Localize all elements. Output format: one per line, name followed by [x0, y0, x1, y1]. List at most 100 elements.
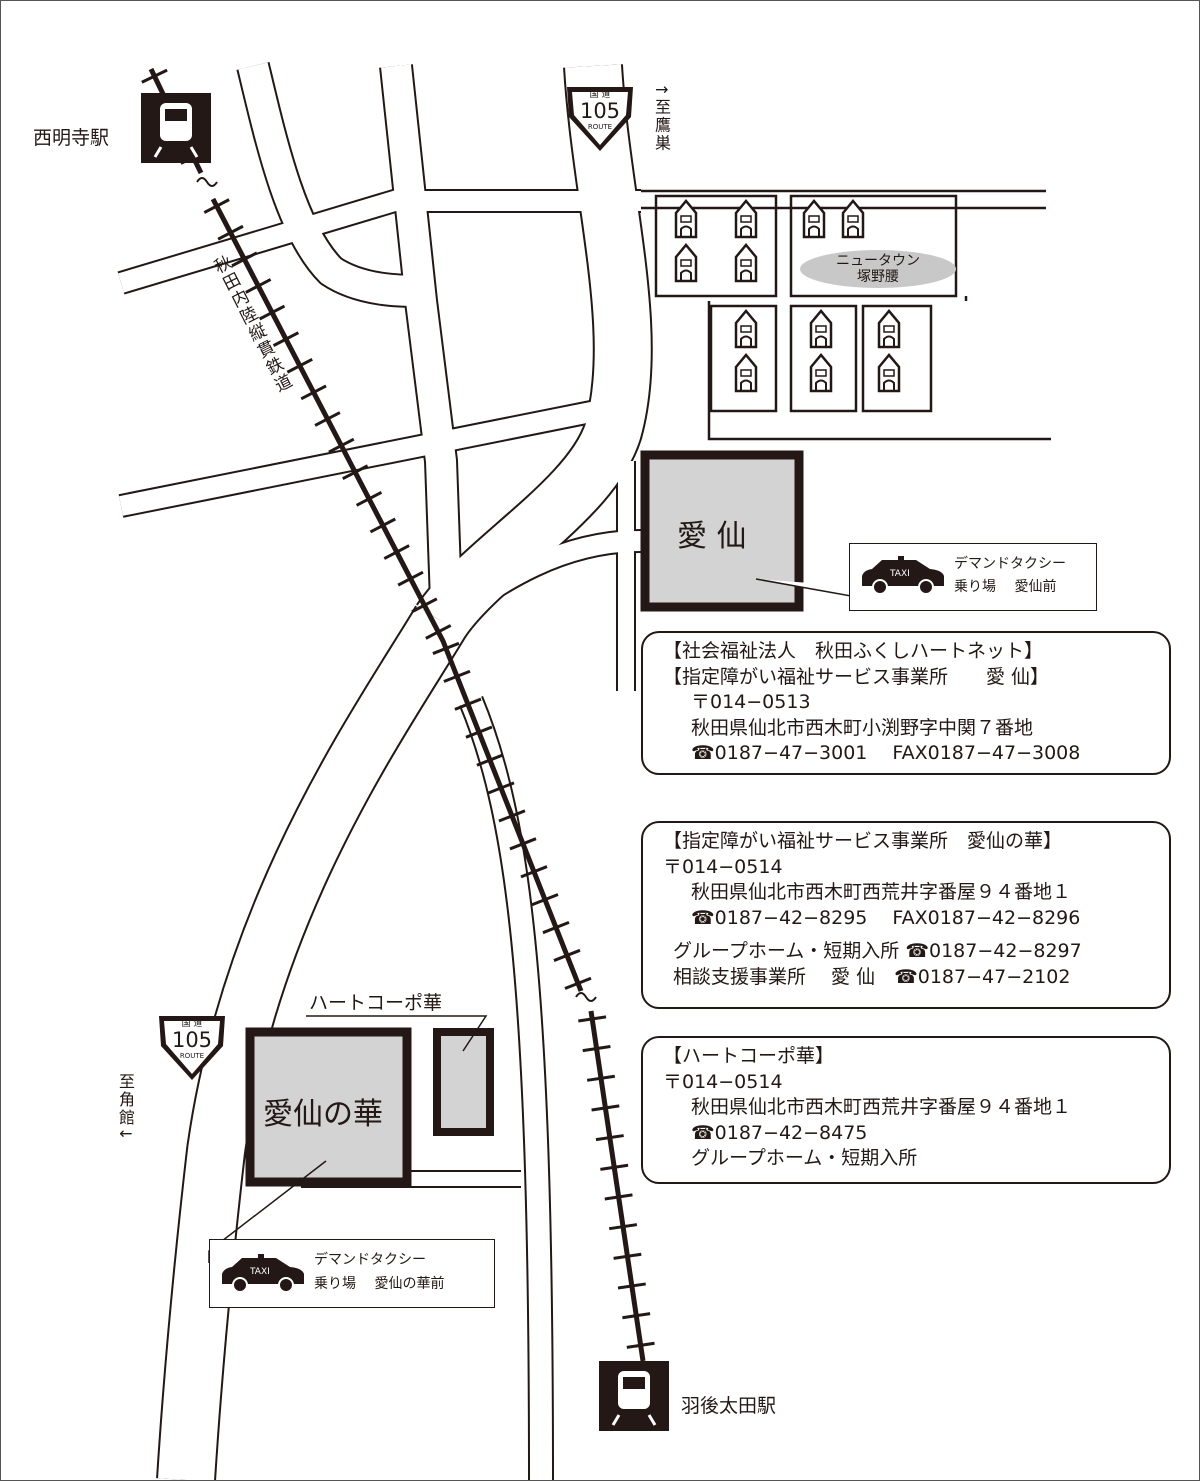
taxi-aisen-line1: デマンドタクシー — [954, 556, 1066, 572]
rail-tie — [509, 837, 537, 851]
shield-number: 105 — [579, 99, 621, 123]
rail-track — [210, 197, 584, 992]
station-south-icon — [599, 1361, 669, 1431]
rail-tie — [542, 921, 570, 935]
rail-tie — [617, 1282, 646, 1290]
rail-tie — [355, 491, 383, 507]
rail-tie — [258, 304, 286, 321]
taxi-icon — [862, 556, 944, 595]
shield-top: 国 道 — [589, 90, 611, 100]
road-surface — [417, 64, 651, 638]
rail-tie — [443, 669, 471, 683]
house-icon — [734, 353, 758, 393]
newtown-line1: ニュータウン — [836, 253, 920, 269]
road-surface — [440, 531, 642, 630]
info-line: 【指定障がい福祉サービス事業所 愛 仙】 — [663, 665, 1050, 688]
info-line: 秋田県仙北市西木町西荒井字番屋９４番地１ — [691, 881, 1072, 903]
rail-tie — [397, 570, 424, 587]
rail-tie — [231, 251, 258, 268]
rail-tie — [411, 597, 438, 614]
info-box-heart-corpo: 【ハートコーポ華】 〒014−0514 秋田県仙北市西木町西荒井字番屋９４番地１… — [641, 1036, 1171, 1184]
house-icon — [734, 199, 758, 239]
info-line: 〒014−0513 — [691, 691, 811, 713]
rail-tie — [622, 1312, 651, 1320]
rail-tie — [465, 725, 493, 739]
newtown-line2: 塚野腰 — [857, 269, 899, 285]
house-icon — [841, 199, 865, 239]
info-line: 秋田県仙北市西木町小渕野字中関７番地 — [691, 716, 1034, 739]
rail-tie — [626, 1341, 655, 1349]
rail-tie — [476, 753, 504, 767]
house-icon — [809, 309, 833, 349]
info-line: 秋田県仙北市西木町西荒井字番屋９４番地１ — [691, 1096, 1072, 1118]
rail-tie — [272, 331, 300, 347]
house-icon — [809, 353, 833, 393]
taxi-icon — [222, 1254, 304, 1293]
info-line: 【ハートコーポ華】 — [663, 1045, 835, 1067]
rail-tie — [217, 224, 244, 241]
house-icon — [877, 353, 901, 393]
road-surface — [158, 606, 466, 1480]
rail-tie — [553, 948, 581, 962]
shield-bottom: ROUTE — [179, 1052, 205, 1060]
info-box-aisen-hana: 【指定障がい福祉サービス事業所 愛仙の華】 〒014−0514 秋田県仙北市西木… — [641, 821, 1171, 1009]
rail-tie — [564, 976, 592, 990]
rail-tie — [203, 198, 230, 214]
newtown-blocks — [641, 189, 1051, 441]
newtown-label-bg — [800, 250, 956, 288]
taxi-badge: TAXI — [890, 569, 910, 579]
roads — [117, 62, 653, 1480]
info-line: ☎0187−42−8475 — [691, 1121, 868, 1144]
house-icon — [802, 199, 826, 239]
station-north-label: 西明寺駅 — [33, 127, 110, 149]
rail-tie — [245, 278, 272, 294]
taxi-aisen-line2: 乗り場 愛仙前 — [954, 579, 1057, 595]
rail-break-mark — [575, 992, 597, 1002]
rail-tie — [342, 464, 369, 481]
info-line: ☎0187−42−8295 FAX0187−42−8296 — [691, 906, 1081, 929]
shield-number: 105 — [171, 1028, 213, 1052]
rail-tie — [613, 1252, 642, 1260]
rail-tie — [578, 1015, 607, 1023]
rail-tie — [300, 384, 327, 401]
rail-tie — [141, 68, 168, 84]
info-line: 〒014−0514 — [663, 855, 783, 878]
rail-tie — [383, 544, 410, 560]
newtown-label: ニュータウン 塚野腰 — [801, 253, 955, 285]
rail-tie — [487, 781, 515, 795]
direction-south: 至角館↓ — [116, 1073, 135, 1143]
road-surface — [118, 186, 414, 293]
rail-break-mark — [196, 177, 218, 187]
rail-tie — [432, 641, 460, 655]
rail-tie — [369, 517, 396, 534]
rail-tie — [314, 411, 341, 427]
rail-tie — [454, 697, 482, 711]
info-line: 【社会福祉法人 秋田ふくしハートネット】 — [663, 640, 1044, 662]
house-icon — [877, 309, 901, 349]
aisen-label: 愛 仙 — [677, 519, 747, 554]
rail-tie — [586, 1074, 616, 1082]
rail-tie — [582, 1045, 611, 1053]
house-icon — [734, 309, 758, 349]
rail-track — [588, 1010, 646, 1362]
direction-north: ↑至鷹巣 — [652, 83, 671, 153]
taxi-hana-line2: 乗り場 愛仙の華前 — [314, 1276, 445, 1292]
rail-tie — [604, 1193, 633, 1201]
rail-tie — [286, 357, 313, 374]
info-line: 相談支援事業所 愛 仙 ☎0187−47−2102 — [673, 965, 1071, 988]
heart-corpo-label: ハートコーポ華 — [309, 992, 443, 1014]
shield-top: 国 道 — [181, 1019, 203, 1029]
info-line: ☎0187−47−3001 FAX0187−47−3008 — [691, 742, 1081, 764]
rail-tie — [328, 437, 355, 454]
info-line: 【指定障がい福祉サービス事業所 愛仙の華】 — [663, 830, 1063, 852]
building-aisen-hana — [245, 1027, 412, 1187]
station-south-label: 羽後太田駅 — [681, 1395, 777, 1417]
rail-tie — [608, 1223, 638, 1231]
rail-tie — [591, 1104, 620, 1112]
road-surface — [119, 396, 623, 516]
rail-tie — [595, 1134, 624, 1142]
station-north-icon — [141, 93, 211, 163]
taxi-hana-line1: デマンドタクシー — [314, 1252, 426, 1268]
